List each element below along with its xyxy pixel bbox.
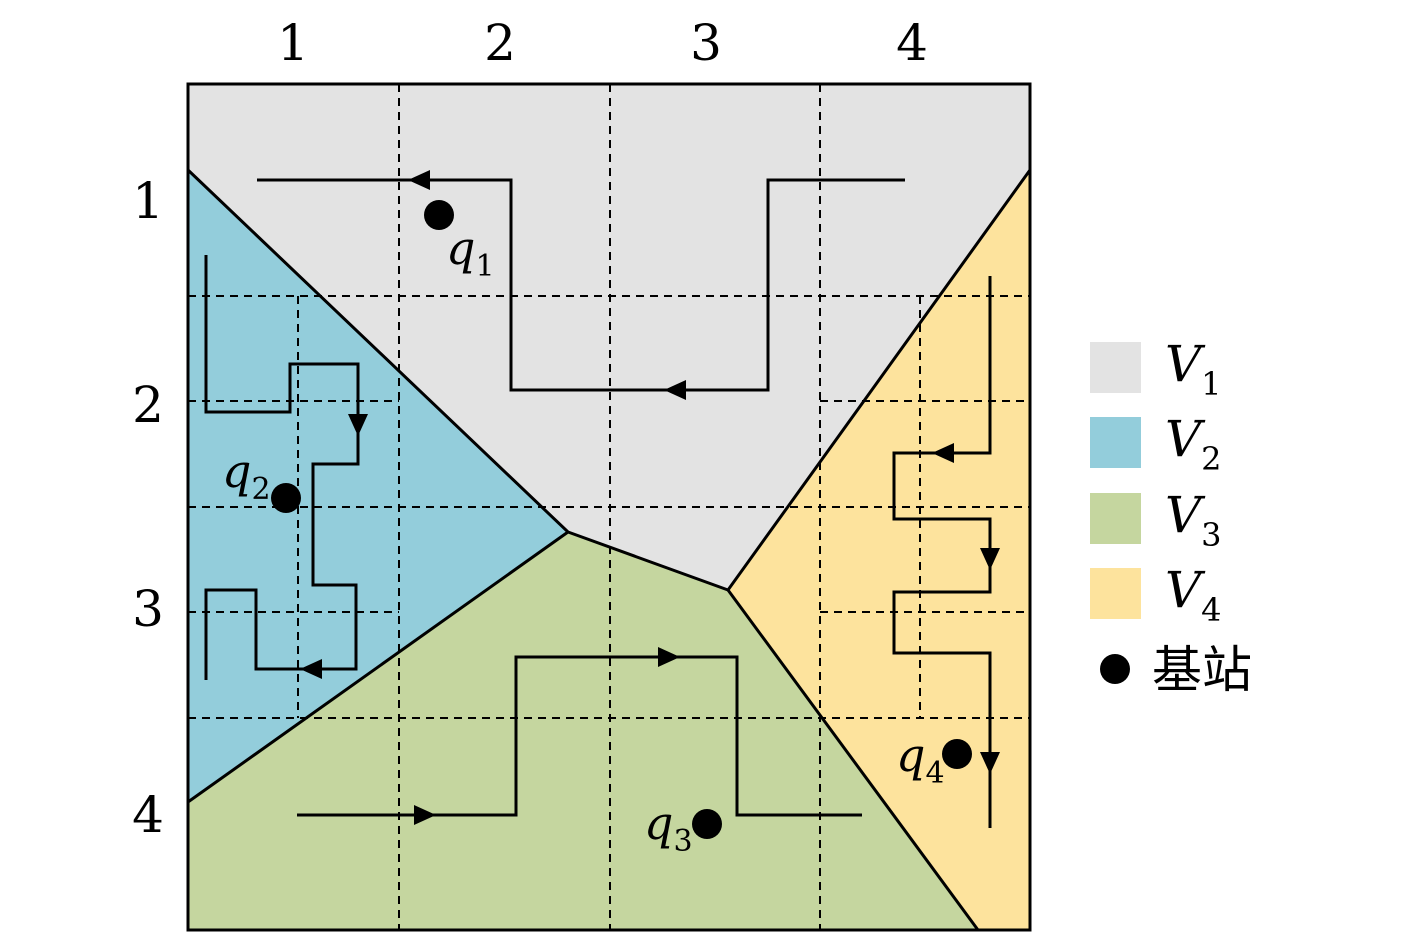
legend-station-label: 基站	[1152, 641, 1252, 699]
legend-swatch-v2	[1090, 417, 1141, 468]
legend-label-v4: V4	[1165, 561, 1221, 629]
legend-label-v3: V3	[1165, 486, 1221, 554]
station-q3-label: q3	[644, 796, 693, 859]
path-v2	[204, 255, 360, 680]
arrow-v4-mid	[980, 548, 1000, 570]
arrow-v3-top	[658, 647, 680, 667]
arrow-v2-right	[348, 414, 368, 436]
path-v1	[257, 178, 905, 392]
legend: V1 V2 V3 V4 基站	[1090, 335, 1252, 699]
arrow-v1-top	[408, 170, 430, 190]
column-label-3: 3	[690, 14, 722, 72]
row-label-1: 1	[132, 172, 164, 230]
region-boundaries	[186, 168, 1032, 931]
station-q1-label: q1	[446, 221, 495, 284]
arrow-v3-bottom	[414, 805, 436, 825]
row-label-3: 3	[132, 580, 164, 638]
legend-swatch-v4	[1090, 568, 1141, 619]
arrow-v1-bottom	[664, 380, 686, 400]
legend-swatch-v3	[1090, 493, 1141, 544]
column-label-4: 4	[896, 14, 928, 72]
station-q3-dot	[692, 809, 722, 839]
station-q2-label: q2	[222, 444, 271, 507]
row-label-4: 4	[132, 786, 164, 844]
region-v3	[188, 532, 978, 930]
column-label-1: 1	[277, 14, 309, 72]
arrow-v4-bottom	[980, 752, 1000, 774]
base-stations	[271, 200, 972, 839]
arrow-v4-top	[932, 443, 954, 463]
diagram-frame	[186, 82, 1032, 932]
station-q4-label: q4	[896, 728, 945, 791]
path-v3	[297, 655, 862, 817]
legend-label-v1: V1	[1165, 335, 1221, 403]
arrow-v2-bottom	[300, 659, 322, 679]
station-q1-dot	[424, 200, 454, 230]
station-q2-dot	[271, 483, 301, 513]
legend-label-v2: V2	[1165, 410, 1221, 478]
region-v2	[188, 170, 568, 802]
path-arrows	[300, 170, 1000, 825]
row-label-2: 2	[132, 376, 164, 434]
legend-station-dot	[1100, 654, 1130, 684]
legend-swatch-v1	[1090, 342, 1141, 393]
column-label-2: 2	[484, 14, 516, 72]
station-q4-dot	[942, 739, 972, 769]
